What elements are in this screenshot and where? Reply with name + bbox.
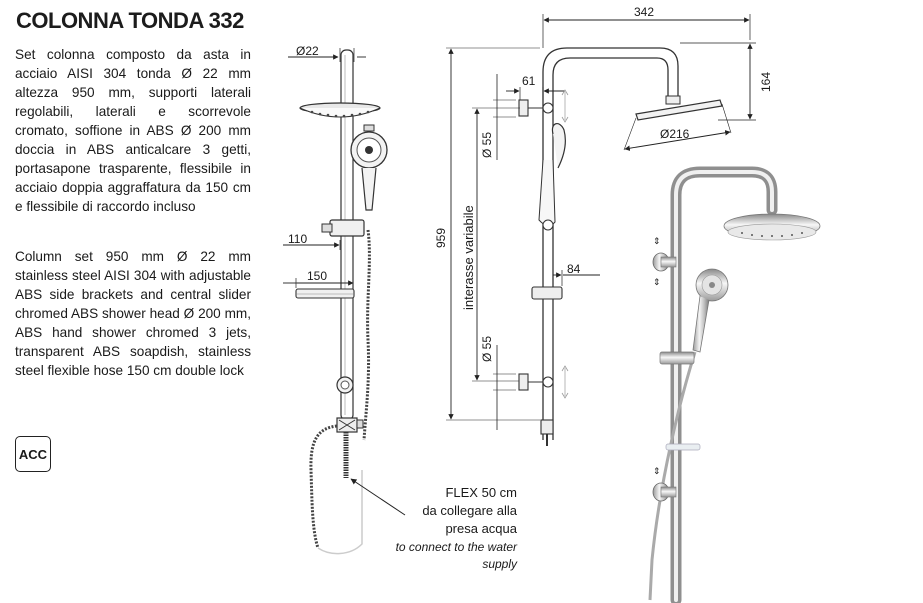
dimension-soapdish-width: 150 [283, 269, 354, 288]
dimension-head-diameter: Ø216 [623, 103, 732, 151]
dimension-slider: 84 [553, 262, 600, 286]
diverter-valve-front [336, 417, 364, 433]
dimension-bracket-top: Ø 55 [480, 74, 516, 160]
note-line-2: da collegare alla [422, 503, 517, 518]
head-diameter-label: Ø216 [660, 127, 690, 141]
product-title: COLONNA TONDA 332 [16, 8, 244, 33]
svg-text:⇕: ⇕ [653, 277, 661, 287]
flexible-hose-front [362, 229, 371, 441]
note-line-3: presa acqua [445, 521, 517, 536]
dimension-variable-spacing: interasse variabile [461, 107, 520, 382]
bracket-top-label: Ø 55 [480, 132, 494, 158]
flex-pointer-arrow [350, 478, 406, 516]
dimension-offset: 61 [506, 74, 565, 100]
note-line-5: supply [482, 557, 518, 571]
note-line-4: to connect to the water [396, 540, 518, 554]
soapdish-front [295, 288, 355, 299]
shower-head-front [299, 102, 381, 118]
slider-side [531, 219, 563, 300]
bottom-fitting-side [540, 419, 554, 446]
bracket-bottom-label: Ø 55 [480, 336, 494, 362]
note-line-1: FLEX 50 cm [445, 485, 517, 500]
photo-soapdish [665, 443, 701, 451]
slider-bracket-front [321, 219, 365, 237]
arm-height-label: 164 [759, 72, 773, 92]
svg-text:⇕: ⇕ [653, 236, 661, 246]
photo-hand-shower [692, 268, 729, 353]
photo-slider [659, 351, 695, 365]
dimension-arm-height: 164 [680, 42, 773, 121]
photo-hose [648, 351, 697, 601]
dimension-rod-diameter: Ø22 [288, 44, 366, 62]
lower-bracket-front [336, 376, 354, 394]
total-height-label: 959 [434, 228, 448, 248]
bracket-width-label: 110 [288, 232, 307, 246]
description-english: Column set 950 mm Ø 22 mm stainless stee… [15, 249, 251, 378]
dimension-reach: 342 [542, 5, 751, 48]
photo-upper-bracket: ⇕ ⇕ [652, 236, 677, 287]
rod-diameter-label: Ø22 [296, 44, 319, 58]
dimension-total-height: 959 [434, 47, 540, 421]
svg-text:⇕: ⇕ [653, 466, 661, 476]
dimension-bracket-bottom: Ø 55 [480, 336, 516, 430]
hose-loop-front [309, 424, 338, 549]
upper-bracket-side [518, 89, 569, 123]
dimension-bracket-width: 110 [283, 232, 341, 250]
slider-label: 84 [567, 262, 581, 276]
shower-head-side [635, 95, 723, 121]
offset-label: 61 [522, 74, 536, 88]
variable-spacing-label: interasse variabile [461, 205, 476, 310]
soapdish-width-label: 150 [307, 269, 327, 283]
hand-shower-front [350, 124, 388, 211]
hand-shower-side [538, 123, 566, 226]
photo-shower-head [723, 213, 821, 241]
reach-label: 342 [634, 5, 654, 19]
side-rod-and-arm [542, 47, 679, 440]
photo-lower-bracket: ⇕ [652, 466, 677, 502]
description-italian: Set colonna composto da asta in acciaio … [15, 47, 251, 214]
hose-curve-light [317, 470, 363, 555]
lower-bracket-side [518, 365, 569, 399]
acc-badge: ACC [15, 436, 51, 472]
